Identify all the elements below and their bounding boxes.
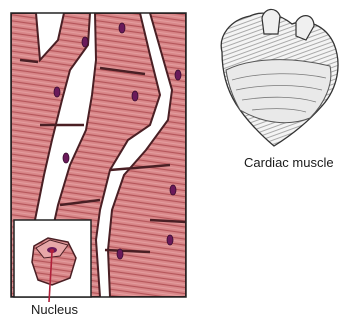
nucleus: [132, 91, 138, 101]
nucleus-label: Nucleus: [31, 302, 78, 317]
single-cardiac-cell: [32, 238, 76, 285]
cardiac-muscle-label: Cardiac muscle: [244, 155, 334, 170]
nucleus: [54, 87, 60, 97]
nucleus: [167, 235, 173, 245]
nucleus: [117, 249, 123, 259]
nucleus: [82, 37, 88, 47]
nucleus: [175, 70, 181, 80]
single-cell-inset: [14, 220, 91, 297]
nucleus: [119, 23, 125, 33]
heart-illustration: [221, 9, 338, 146]
nucleus: [63, 153, 69, 163]
nucleus: [170, 185, 176, 195]
